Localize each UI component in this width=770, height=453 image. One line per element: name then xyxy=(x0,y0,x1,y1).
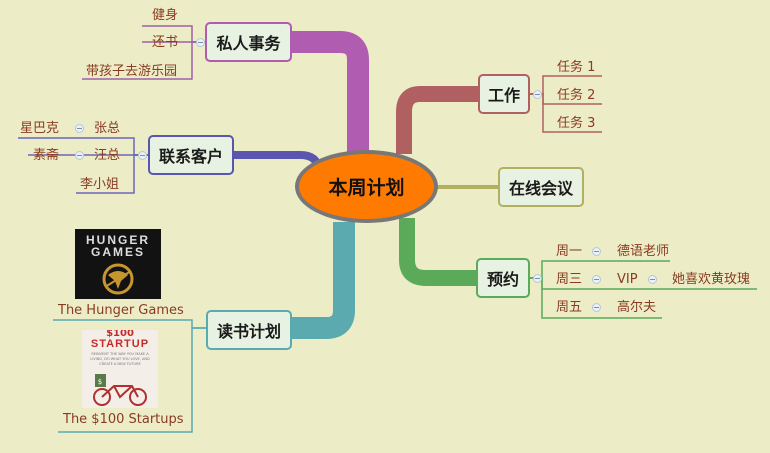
leaf-starbucks: 星巴克 xyxy=(20,121,60,136)
topic-clients[interactable]: 联系客户 xyxy=(148,135,234,175)
leaf-vip: VIP xyxy=(617,272,638,287)
collapse-toggle-icon[interactable] xyxy=(533,90,542,99)
leaf-monday: 周一 xyxy=(556,244,583,259)
topic-work-label: 工作 xyxy=(487,86,520,105)
topic-online-meeting[interactable]: 在线会议 xyxy=(498,167,584,207)
leaf-task-2: 任务 2 xyxy=(557,88,596,103)
leaf-contact-wang: 汪总 xyxy=(94,148,121,163)
central-topic[interactable]: 本周计划 xyxy=(295,150,438,223)
bicycle-icon: $ xyxy=(93,374,147,406)
connector-reading xyxy=(292,222,355,339)
central-topic-label: 本周计划 xyxy=(328,177,405,199)
collapse-toggle-icon[interactable] xyxy=(138,151,147,160)
leaf-vegetarian: 素斋 xyxy=(33,148,60,163)
book-title-hunger-games: The Hunger Games xyxy=(58,303,184,318)
mockingjay-pin-icon xyxy=(102,263,134,295)
leaf-amusement-park: 带孩子去游乐园 xyxy=(86,64,178,79)
leaf-german-teacher: 德语老师 xyxy=(617,244,670,259)
cover2-title: STARTUP xyxy=(90,338,150,350)
topic-appointments-label: 预约 xyxy=(486,270,519,289)
connector-appointments xyxy=(399,218,476,286)
leaf-return-book: 还书 xyxy=(152,35,179,50)
topic-personal[interactable]: 私人事务 xyxy=(205,22,292,62)
book-title-100-startup: The $100 Startups xyxy=(63,412,184,427)
leaf-contact-zhang: 张总 xyxy=(94,121,121,136)
topic-reading[interactable]: 读书计划 xyxy=(206,310,292,350)
collapse-toggle-icon[interactable] xyxy=(592,303,601,312)
leaf-wednesday: 周三 xyxy=(556,272,583,287)
topic-reading-label: 读书计划 xyxy=(216,322,281,341)
leaf-task-1: 任务 1 xyxy=(557,60,596,75)
collapse-toggle-icon[interactable] xyxy=(75,151,84,160)
leaf-miss-li: 李小姐 xyxy=(80,177,120,192)
collapse-toggle-icon[interactable] xyxy=(75,124,84,133)
cover2-price: $100 xyxy=(106,330,134,339)
leaf-fitness: 健身 xyxy=(152,8,179,23)
collapse-toggle-icon[interactable] xyxy=(648,275,657,284)
leaf-task-3: 任务 3 xyxy=(557,116,596,131)
topic-online-meeting-label: 在线会议 xyxy=(508,179,573,198)
cover1-title-1: HUNGER xyxy=(85,233,150,247)
collapse-toggle-icon[interactable] xyxy=(196,38,205,47)
book-cover-100-startup: $100 STARTUP REINVENT THE WAY YOU MAKE A… xyxy=(82,330,158,408)
collapse-toggle-icon[interactable] xyxy=(592,247,601,256)
leaf-golf: 高尔夫 xyxy=(617,300,657,315)
connector-personal xyxy=(292,31,369,152)
leaf-yellow-roses: 她喜欢黄玫瑰 xyxy=(672,272,751,287)
cover1-title-2: GAMES xyxy=(90,245,145,259)
cover2-subtitle: REINVENT THE WAY YOU MAKE A LIVING, DO W… xyxy=(90,352,150,366)
topic-personal-label: 私人事务 xyxy=(216,34,281,53)
collapse-toggle-icon[interactable] xyxy=(592,275,601,284)
book-cover-hunger-games: HUNGER GAMES xyxy=(75,229,161,299)
collapse-toggle-icon[interactable] xyxy=(533,274,542,283)
leaf-friday: 周五 xyxy=(556,300,583,315)
connector-work xyxy=(396,86,478,154)
svg-text:$: $ xyxy=(98,378,102,386)
topic-work[interactable]: 工作 xyxy=(478,74,530,114)
reading-leaf-lines xyxy=(53,319,206,433)
topic-clients-label: 联系客户 xyxy=(158,147,223,166)
topic-appointments[interactable]: 预约 xyxy=(476,258,530,298)
